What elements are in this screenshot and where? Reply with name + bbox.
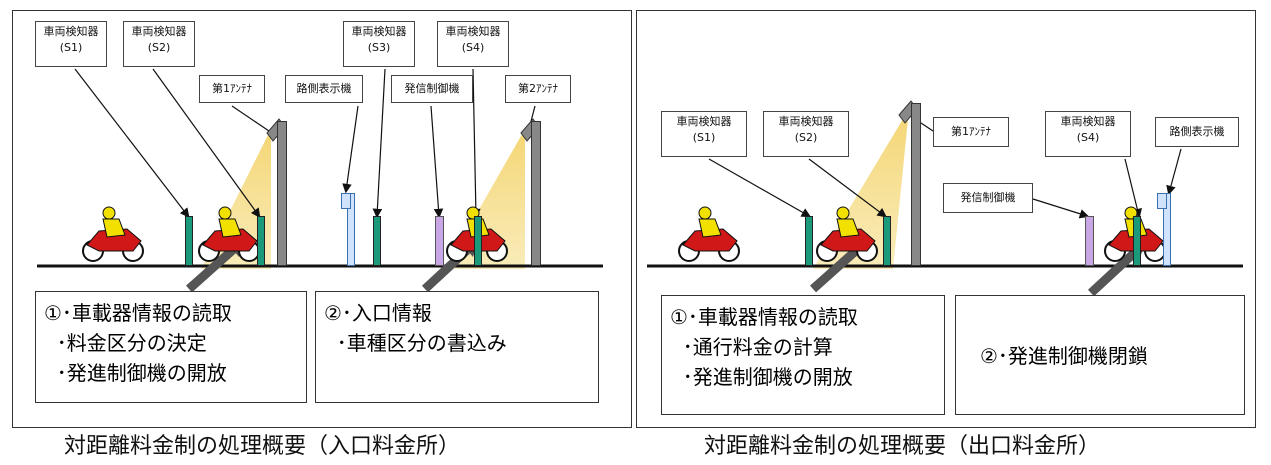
label-sensor-s1: 車両検知器 (S1) xyxy=(35,21,107,67)
roadside-display-icon xyxy=(347,193,355,266)
label-antenna1: 第1ｱﾝﾃﾅ xyxy=(933,117,1009,147)
antenna2-pole xyxy=(531,121,541,266)
label-roadside-display: 路側表示機 xyxy=(1155,117,1239,147)
vehicle-sensor-icon xyxy=(257,216,265,266)
label-sensor-s4: 車両検知器 (S4) xyxy=(1045,111,1131,157)
antenna1-pole xyxy=(277,121,287,266)
departure-controller-icon xyxy=(1085,216,1094,266)
label-sensor-s1: 車両検知器 (S1) xyxy=(661,111,747,157)
label-sensor-s4: 車両検知器 (S4) xyxy=(437,21,509,67)
process2-box: ②･発進制御機閉鎖 xyxy=(955,295,1245,415)
caption-entrance: 対距離料金制の処理概要（入口料金所） xyxy=(64,434,461,459)
roadside-display-panel xyxy=(1157,193,1167,209)
entrance-tollgate-panel: 車両検知器 (S1) 車両検知器 (S2) 車両検知器 (S3) 車両検知器 (… xyxy=(12,10,632,428)
process2-arrow xyxy=(421,235,483,293)
process1-box: ①･車載器情報の読取 ･通行料金の計算 ･発進制御機の開放 xyxy=(661,295,945,415)
label-antenna2: 第2ｱﾝﾃﾅ xyxy=(505,75,571,103)
label-controller: 発信制御機 xyxy=(391,75,473,103)
label-roadside-display: 路側表示機 xyxy=(285,75,363,103)
process1-box: ①･車載器情報の読取 ･料金区分の決定 ･発進制御機の開放 xyxy=(35,291,307,403)
motorcycle-icon xyxy=(678,206,740,262)
antenna2-beam xyxy=(445,129,525,269)
vehicle-sensor-icon xyxy=(883,216,891,266)
motorcycle-icon xyxy=(198,206,260,262)
exit-tollgate-panel: 車両検知器 (S1) 車両検知器 (S2) 第1ｱﾝﾃﾅ 車両検知器 (S4) … xyxy=(636,10,1256,428)
label-sensor-s2: 車両検知器 (S2) xyxy=(123,21,195,67)
roadside-display-icon xyxy=(1163,193,1171,266)
vehicle-sensor-icon xyxy=(805,216,813,266)
vehicle-sensor-icon xyxy=(373,216,381,266)
process2-box: ②･入口情報 ･車種区分の書込み xyxy=(315,291,599,403)
vehicle-sensor-icon xyxy=(1133,216,1141,266)
caption-exit: 対距離料金制の処理概要（出口料金所） xyxy=(704,434,1101,459)
label-sensor-s3: 車両検知器 (S3) xyxy=(343,21,415,67)
vehicle-sensor-icon xyxy=(185,216,193,266)
motorcycle-icon xyxy=(816,206,878,262)
process1-arrow xyxy=(186,235,248,293)
label-controller: 発信制御機 xyxy=(943,183,1033,213)
label-sensor-s2: 車両検知器 (S2) xyxy=(763,111,849,157)
process1-arrow xyxy=(810,235,872,293)
departure-controller-icon xyxy=(435,216,444,266)
motorcycle-icon xyxy=(82,206,144,262)
antenna1-pole xyxy=(911,103,921,266)
vehicle-sensor-icon xyxy=(474,216,482,266)
roadside-display-panel xyxy=(341,193,351,209)
label-antenna1: 第1ｱﾝﾃﾅ xyxy=(199,75,265,103)
